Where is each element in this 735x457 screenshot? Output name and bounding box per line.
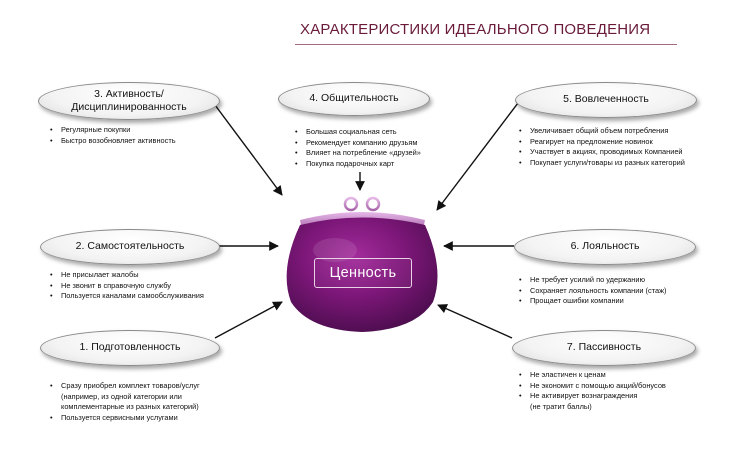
node-engagement-label: 5. Вовлеченность (563, 93, 649, 106)
activity-bullets: Регулярные покупки Быстро возобновляет а… (50, 125, 176, 146)
list-item: Пользуется сервисными услугами (50, 413, 200, 424)
node-passivity: 7. Пассивность (512, 330, 696, 366)
engagement-bullets: Увеличивает общий объем потребления Реаг… (519, 126, 685, 168)
value-label: Ценность (314, 258, 412, 288)
list-item: Не требует усилий по удержанию (519, 275, 667, 286)
list-item: Участвует в акциях, проводимых Компанией (519, 147, 685, 158)
node-activity: 3. Активность/ Дисциплинированность (38, 82, 220, 120)
node-passivity-label: 7. Пассивность (566, 341, 642, 354)
arrow-activity (214, 104, 283, 196)
node-independence-label: 2. Самостоятельность (75, 240, 185, 253)
arrow-engagement (436, 102, 519, 211)
arrow-passivity (437, 304, 513, 339)
list-item: Сохраняет лояльность компании (стаж) (519, 286, 667, 297)
list-item: Не активирует вознаграждения (не тратит … (519, 391, 666, 412)
list-item: Пользуется каналами самообслуживания (50, 291, 204, 302)
list-item: Не экономит с помощью акций/бонусов (519, 381, 666, 392)
diagram-title: ХАРАКТЕРИСТИКИ ИДЕАЛЬНОГО ПОВЕДЕНИЯ (300, 21, 651, 38)
node-preparedness: 1. Подготовленность (40, 330, 220, 366)
node-preparedness-label: 1. Подготовленность (79, 341, 181, 354)
independence-bullets: Не присылает жалобы Не звонит в справочн… (50, 270, 204, 302)
list-item: Прощает ошибки компании (519, 296, 667, 307)
node-loyalty-label: 6. Лояльность (570, 240, 640, 253)
sociability-bullets: Большая социальная сеть Рекомендует комп… (295, 127, 421, 169)
loyalty-bullets: Не требует усилий по удержанию Сохраняет… (519, 275, 667, 307)
list-item: Не присылает жалобы (50, 270, 204, 281)
list-item: Сразу приобрел комплект товаров/услуг (н… (50, 381, 200, 413)
purse-icon (286, 196, 438, 332)
list-item: Не эластичен к ценам (519, 370, 666, 381)
list-item: Регулярные покупки (50, 125, 176, 136)
node-loyalty: 6. Лояльность (514, 229, 696, 265)
list-item: Не звонит в справочную службу (50, 281, 204, 292)
node-independence: 2. Самостоятельность (40, 229, 220, 265)
node-engagement: 5. Вовлеченность (515, 82, 697, 118)
title-underline (295, 44, 677, 45)
node-sociability-label: 4. Общительность (309, 92, 399, 105)
list-item: Влияет на потребление «друзей» (295, 148, 421, 159)
preparedness-bullets: Сразу приобрел комплект товаров/услуг (н… (50, 381, 200, 423)
node-sociability: 4. Общительность (278, 82, 430, 116)
list-item: Большая социальная сеть (295, 127, 421, 138)
arrow-preparedness (214, 301, 283, 339)
list-item: Быстро возобновляет активность (50, 136, 176, 147)
list-item: Рекомендует компанию друзьям (295, 138, 421, 149)
list-item: Увеличивает общий объем потребления (519, 126, 685, 137)
list-item: Покупает услуги/товары из разных категор… (519, 158, 685, 169)
node-activity-label: 3. Активность/ Дисциплинированность (71, 87, 187, 113)
passivity-bullets: Не эластичен к ценам Не экономит с помощ… (519, 370, 666, 412)
list-item: Покупка подарочных карт (295, 159, 421, 170)
list-item: Реагирует на предложение новинок (519, 137, 685, 148)
